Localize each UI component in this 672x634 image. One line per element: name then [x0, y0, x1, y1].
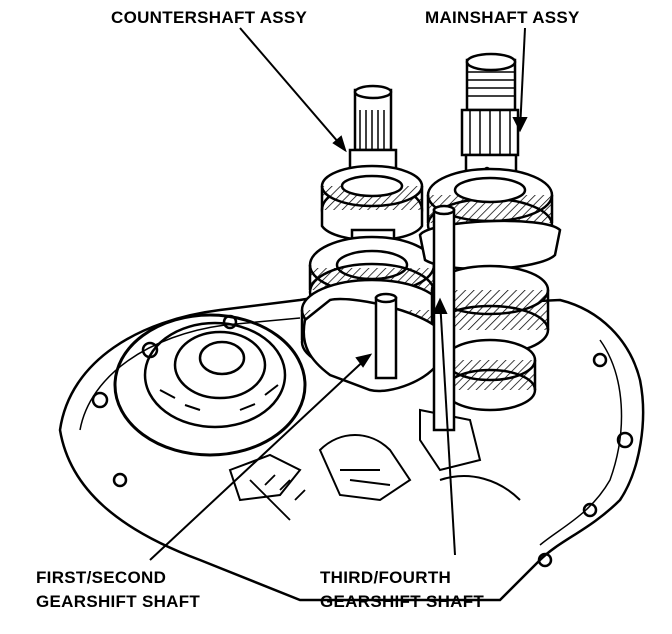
third-fourth-label-line1: THIRD/FOURTH	[320, 568, 452, 587]
countershaft-leader-line	[239, 27, 346, 151]
shift-linkage	[228, 408, 521, 521]
first-second-label-line2: GEARSHIFT SHAFT	[36, 592, 201, 611]
leader-lines	[149, 27, 528, 561]
countershaft-label: COUNTERSHAFT ASSY	[111, 8, 308, 27]
mainshaft-label: MAINSHAFT ASSY	[425, 8, 580, 27]
countershaft-arrowhead	[332, 135, 347, 153]
first-second-gearshift-shaft	[302, 292, 442, 393]
mainshaft-leader-line	[519, 27, 526, 131]
third-fourth-gearshift-shaft	[432, 204, 456, 432]
first-second-leader-line	[149, 354, 371, 561]
third-fourth-label-line2: GEARSHIFT SHAFT	[320, 592, 485, 611]
first-second-label-line1: FIRST/SECOND	[36, 568, 167, 587]
differential-bearing	[113, 313, 307, 457]
third-fourth-arrowhead	[432, 297, 448, 314]
mainshaft-arrowhead	[512, 117, 528, 133]
first-second-arrowhead	[355, 353, 373, 368]
third-fourth-leader-line	[439, 299, 456, 556]
